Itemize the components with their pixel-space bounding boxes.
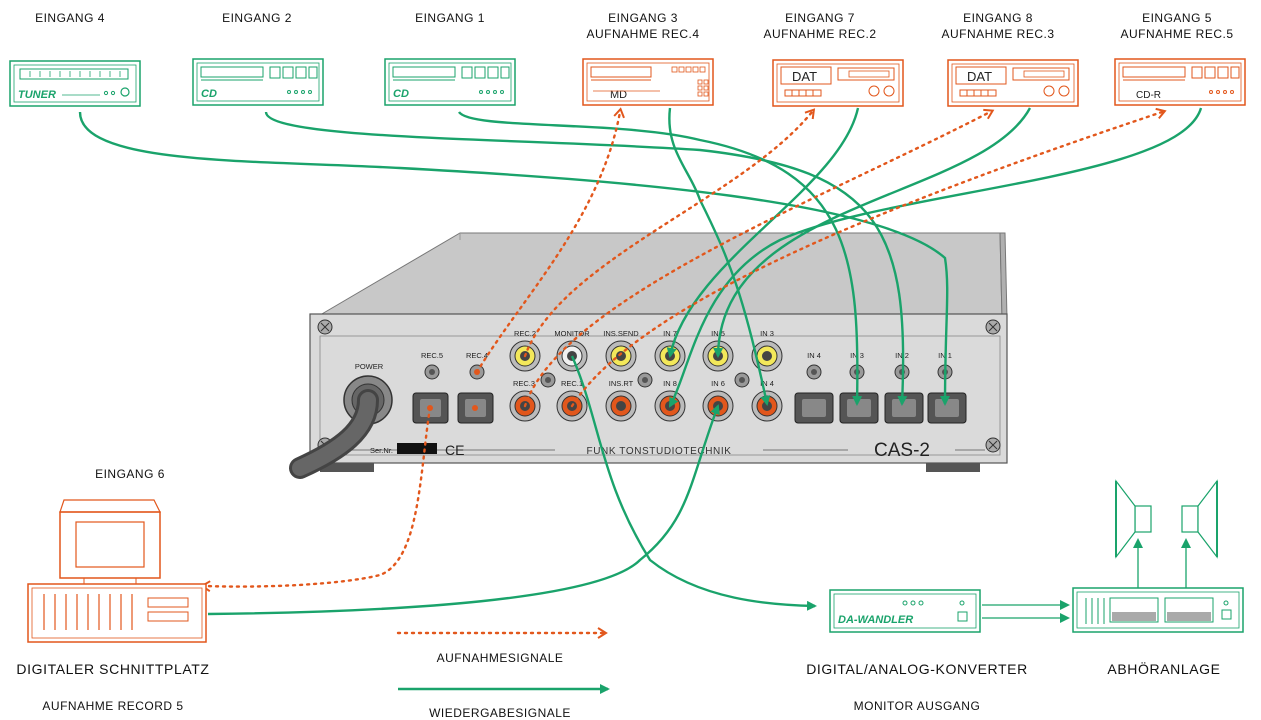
amp-caption: ABHÖRANLAGE [1107, 660, 1220, 677]
ins-send-label: INS.SEND [603, 329, 639, 338]
model-label: CAS-2 [874, 440, 930, 461]
in8-label: IN 8 [663, 379, 677, 388]
speaker-icon [1181, 479, 1218, 559]
cd2-device: CD [192, 58, 324, 106]
legend-playback-label: WIEDERGABESIGNALE [429, 706, 571, 720]
dat1-brand: DAT [792, 69, 817, 84]
rec3-label: REC.3 [513, 379, 535, 388]
pc-subcaption: AUFNAHME RECORD 5 [42, 699, 183, 713]
ce-mark: CE [445, 442, 464, 458]
dat2-device: DAT [947, 59, 1079, 107]
cdr-brand: CD-R [1136, 90, 1161, 101]
power-label: POWER [355, 362, 384, 371]
cdr-sublabel: AUFNAHME REC.5 [1120, 27, 1233, 41]
speaker-icon [1115, 479, 1152, 559]
serial-label: Ser.Nr. [370, 446, 393, 455]
cdr-device: CD-R [1114, 58, 1246, 106]
playback-cables [78, 107, 1203, 616]
md-brand: MD [610, 89, 627, 101]
cd1-brand: CD [393, 88, 409, 100]
in7-label: IN 7 [663, 329, 677, 338]
rec2-label: REC.2 [514, 329, 536, 338]
md-label: EINGANG 3 [608, 11, 678, 25]
in3-top-label: IN 3 [760, 329, 774, 338]
legend-record-label: AUFNAHMESIGNALE [437, 651, 564, 665]
dat2-label: EINGANG 8 [963, 11, 1033, 25]
cd2-label: EINGANG 2 [222, 11, 292, 25]
in6-label: IN 6 [711, 379, 725, 388]
dat1-sublabel: AUFNAHME REC.2 [763, 27, 876, 41]
rec4-jack-label: REC.4 [466, 351, 488, 360]
dat2-brand: DAT [967, 69, 992, 84]
dat1-label: EINGANG 7 [785, 11, 855, 25]
in5-label: IN 5 [711, 329, 725, 338]
tuner-device: TUNER [9, 60, 141, 107]
pc-label: EINGANG 6 [95, 467, 165, 481]
md-device: MD [582, 58, 714, 106]
pc-caption: DIGITALER SCHNITTPLATZ [16, 661, 209, 677]
da-brand: DA-WANDLER [838, 614, 913, 626]
cd2-brand: CD [201, 88, 217, 100]
rec1-label: REC.1 [561, 379, 583, 388]
cdr-label: EINGANG 5 [1142, 11, 1212, 25]
record-cables [200, 107, 1167, 593]
monitor-label: MONITOR [554, 329, 590, 338]
cd1-label: EINGANG 1 [415, 11, 485, 25]
dat2-sublabel: AUFNAHME REC.3 [941, 27, 1054, 41]
da-subcaption: MONITOR AUSGANG [854, 699, 981, 713]
opt-in4-label: IN 4 [807, 351, 821, 360]
maker-label: FUNK TONSTUDIOTECHNIK [586, 446, 731, 457]
md-sublabel: AUFNAHME REC.4 [586, 27, 699, 41]
in4-bottom-label: IN 4 [760, 379, 774, 388]
da-caption: DIGITAL/ANALOG-KONVERTER [806, 661, 1028, 677]
tuner-label: EINGANG 4 [35, 11, 105, 25]
dat1-device: DAT [772, 59, 904, 107]
tuner-brand: TUNER [18, 89, 56, 101]
amplifier-device [1072, 587, 1244, 633]
ins-rt-label: INS.RT [609, 379, 634, 388]
da-converter-device: DA-WANDLER [829, 589, 981, 633]
pc-device [27, 499, 207, 643]
rec5-jack-label: REC.5 [421, 351, 443, 360]
cd1-device: CD [384, 58, 516, 106]
optical-port [794, 392, 967, 424]
